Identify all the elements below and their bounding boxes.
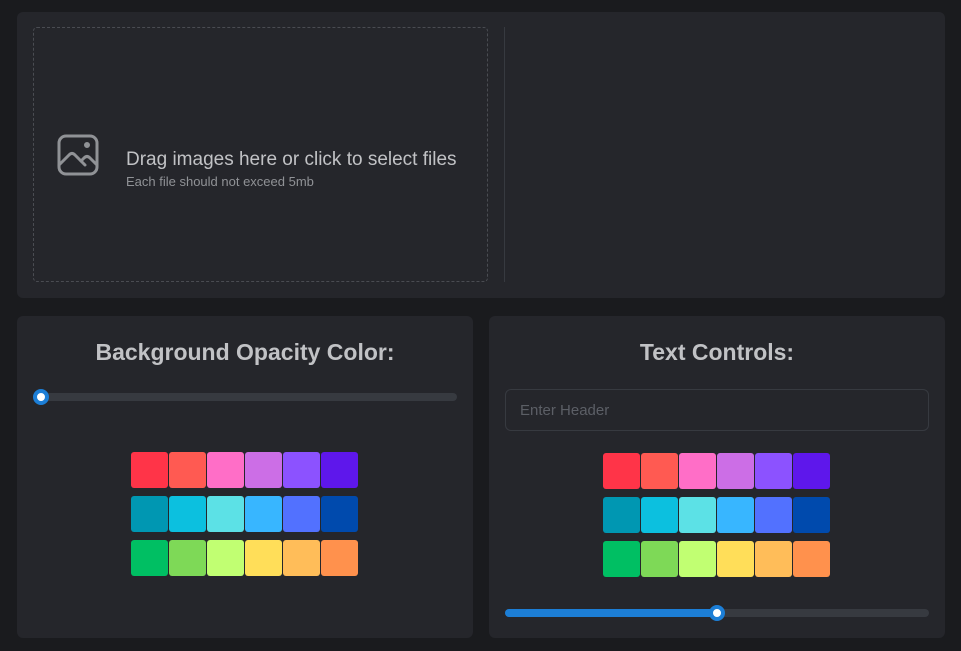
opacity-slider[interactable] <box>33 389 457 405</box>
dropzone-subtitle: Each file should not exceed 5mb <box>126 174 314 189</box>
text-color-swatch[interactable] <box>793 497 830 533</box>
background-color-swatch[interactable] <box>283 452 320 488</box>
text-color-swatch[interactable] <box>717 453 754 489</box>
text-color-swatch[interactable] <box>641 541 678 577</box>
background-opacity-card: Background Opacity Color: <box>17 316 473 638</box>
background-color-swatch[interactable] <box>169 452 206 488</box>
text-color-swatch[interactable] <box>755 453 792 489</box>
background-color-swatch[interactable] <box>169 540 206 576</box>
text-size-slider-fill <box>505 609 717 617</box>
opacity-slider-thumb[interactable] <box>33 389 49 405</box>
background-color-swatch[interactable] <box>169 496 206 532</box>
text-color-swatch[interactable] <box>679 541 716 577</box>
background-opacity-title: Background Opacity Color: <box>95 339 395 365</box>
background-color-swatch[interactable] <box>207 496 244 532</box>
background-color-swatch[interactable] <box>283 540 320 576</box>
text-color-swatch[interactable] <box>717 541 754 577</box>
text-color-swatch[interactable] <box>755 541 792 577</box>
image-dropzone[interactable]: Drag images here or click to select file… <box>33 27 488 282</box>
background-color-swatch[interactable] <box>245 496 282 532</box>
background-color-swatch[interactable] <box>245 540 282 576</box>
text-size-slider-thumb[interactable] <box>709 605 725 621</box>
background-color-swatch[interactable] <box>207 452 244 488</box>
text-color-swatch[interactable] <box>679 453 716 489</box>
background-color-swatch[interactable] <box>131 496 168 532</box>
dropzone-title: Drag images here or click to select file… <box>126 149 457 170</box>
text-size-slider[interactable] <box>505 605 929 621</box>
text-color-swatch[interactable] <box>793 541 830 577</box>
background-color-swatch[interactable] <box>245 452 282 488</box>
text-color-swatch[interactable] <box>603 497 640 533</box>
text-color-palette <box>603 453 831 577</box>
vertical-divider <box>504 27 505 282</box>
upload-card: Drag images here or click to select file… <box>17 12 945 298</box>
text-color-swatch[interactable] <box>603 541 640 577</box>
background-color-swatch[interactable] <box>131 452 168 488</box>
background-color-swatch[interactable] <box>207 540 244 576</box>
text-color-swatch[interactable] <box>641 453 678 489</box>
background-color-swatch[interactable] <box>321 540 358 576</box>
photo-icon <box>57 134 99 176</box>
background-color-swatch[interactable] <box>321 496 358 532</box>
text-color-swatch[interactable] <box>793 453 830 489</box>
text-color-swatch[interactable] <box>641 497 678 533</box>
text-color-swatch[interactable] <box>755 497 792 533</box>
background-color-swatch[interactable] <box>131 540 168 576</box>
background-color-swatch[interactable] <box>321 452 358 488</box>
background-color-palette <box>131 452 359 576</box>
header-input[interactable] <box>505 389 929 431</box>
text-controls-title: Text Controls: <box>639 339 795 365</box>
text-color-swatch[interactable] <box>717 497 754 533</box>
background-color-swatch[interactable] <box>283 496 320 532</box>
dropzone-text: Drag images here or click to select file… <box>126 148 457 190</box>
text-controls-card: Text Controls: <box>489 316 945 638</box>
text-color-swatch[interactable] <box>679 497 716 533</box>
text-color-swatch[interactable] <box>603 453 640 489</box>
